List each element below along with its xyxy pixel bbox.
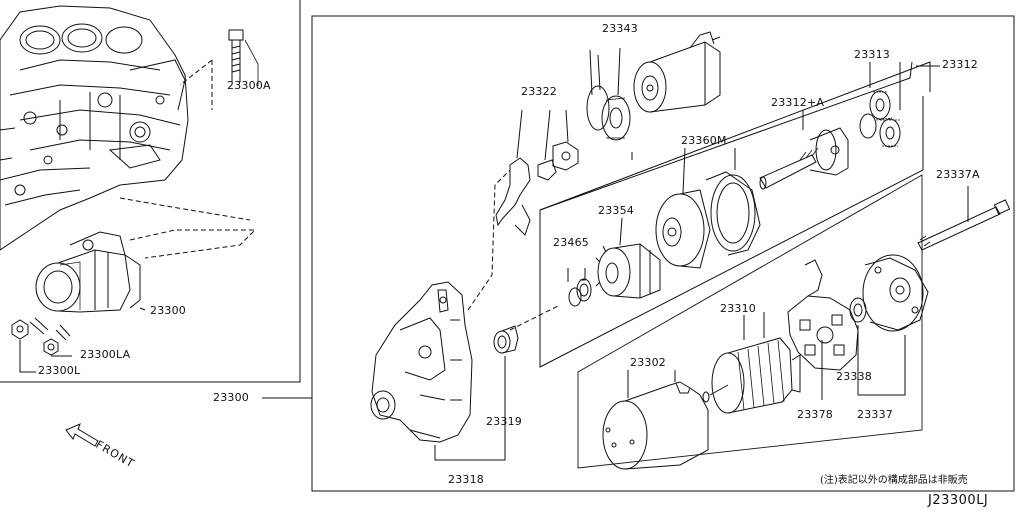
through-bolt-23337a-drawing xyxy=(917,199,1011,251)
part-label-23300la: 23300LA xyxy=(80,348,131,361)
assembly-dashed-line-upper xyxy=(467,169,511,311)
part-label-23310: 23310 xyxy=(720,302,756,315)
part-label-23318: 23318 xyxy=(448,473,484,486)
subassembly-frame-lower xyxy=(577,174,923,469)
part-label-23354: 23354 xyxy=(598,204,634,217)
overrunning-clutch-23354-drawing xyxy=(595,243,661,299)
part-label-23300-engine: 23300 xyxy=(150,304,186,317)
part-label-23312a: 23312+A xyxy=(771,96,825,109)
starter-mount-dashed xyxy=(129,229,257,259)
shift-lever-23322-drawing xyxy=(495,141,579,236)
rear-cover-23337-drawing xyxy=(862,254,929,332)
bushing-23319-drawing xyxy=(493,325,519,354)
front-housing-23318-drawing xyxy=(370,281,473,443)
bracket-23337 xyxy=(857,325,906,396)
subassembly-frame-upper xyxy=(539,61,931,211)
yoke-23302-drawing xyxy=(602,381,709,470)
part-label-23313: 23313 xyxy=(854,48,890,61)
stop-ring-23465-drawing xyxy=(568,278,592,307)
engine-block-drawing xyxy=(0,5,189,251)
nut-23300l-drawing xyxy=(11,317,71,356)
engine-panel-border xyxy=(0,0,301,383)
footnote-text: (注)表記以外の構成部品は非販売 xyxy=(820,475,968,486)
part-label-23360m: 23360M xyxy=(681,134,727,147)
solenoid-23343-drawing xyxy=(633,31,721,113)
brush-holder-23378-drawing xyxy=(787,259,859,371)
installed-starter-drawing xyxy=(35,231,141,313)
leader-dashed-bolt xyxy=(179,59,213,110)
part-label-23465: 23465 xyxy=(553,236,589,249)
front-arrow-icon xyxy=(65,423,99,447)
part-label-23312: 23312 xyxy=(942,58,978,71)
bracket-23318 xyxy=(434,420,506,461)
bolt-23300a-drawing xyxy=(228,29,259,86)
planetary-gears-23313-drawing xyxy=(859,90,901,148)
part-label-23302: 23302 xyxy=(630,356,666,369)
leader-23300l xyxy=(19,340,36,373)
part-label-23337a: 23337A xyxy=(936,168,980,181)
internal-gear-23360m-drawing xyxy=(655,171,761,269)
part-label-23300a: 23300A xyxy=(227,79,271,92)
main-assembly-border xyxy=(311,15,1015,492)
part-label-23337: 23337 xyxy=(857,408,893,421)
part-label-23300l: 23300L xyxy=(38,364,81,377)
solenoid-washers-drawing xyxy=(586,85,631,141)
pinion-shaft-23312a-drawing xyxy=(759,127,849,190)
part-label-23322: 23322 xyxy=(521,85,557,98)
part-label-23378: 23378 xyxy=(797,408,833,421)
armature-23310-drawing xyxy=(702,337,801,414)
part-label-23319: 23319 xyxy=(486,415,522,428)
part-label-23343: 23343 xyxy=(602,22,638,35)
part-label-23338: 23338 xyxy=(836,370,872,383)
part-label-23300-main: 23300 xyxy=(213,391,249,404)
diagram-code: J23300LJ xyxy=(928,493,989,508)
